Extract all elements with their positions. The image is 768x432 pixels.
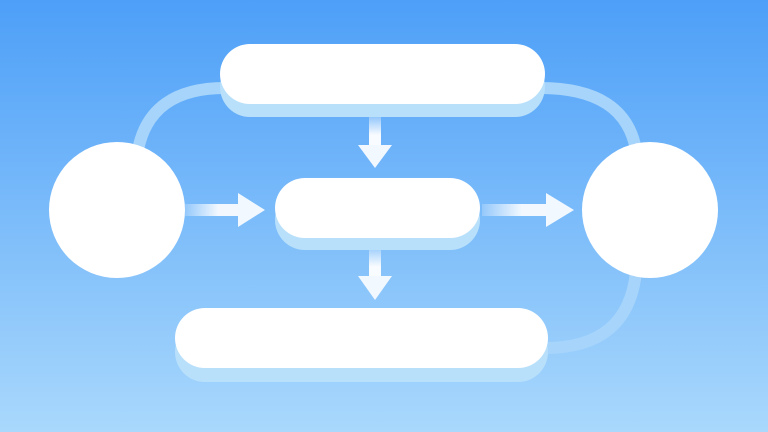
middle-process-node [275, 178, 480, 250]
bottom-process-node [175, 308, 548, 382]
arrow-top-to-middle [358, 117, 392, 168]
top-process-node [220, 44, 545, 117]
end-circle-node [582, 142, 718, 278]
arrow-middle-to-end [482, 193, 574, 227]
connector-start-to-top [132, 82, 226, 152]
connector-top-to-end [539, 82, 642, 152]
start-circle-node [49, 142, 185, 278]
arrow-middle-to-bottom [358, 250, 392, 300]
connector-end-to-bottom [544, 271, 642, 354]
arrow-start-to-middle [185, 193, 265, 227]
